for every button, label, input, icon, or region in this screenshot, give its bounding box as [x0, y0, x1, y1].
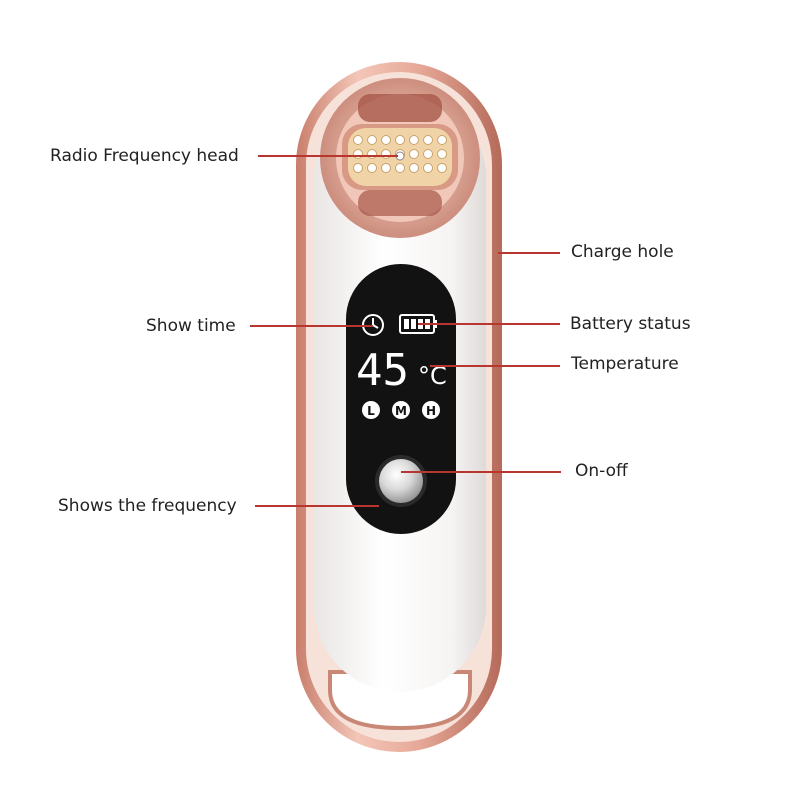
led-dot	[367, 135, 377, 145]
led-dot	[367, 149, 377, 159]
power-button-icon[interactable]	[375, 455, 427, 507]
mode-label-l: L	[367, 404, 375, 418]
led-dot	[353, 149, 363, 159]
mode-label-m: M	[395, 404, 407, 418]
led-dot	[409, 149, 419, 159]
led-dot	[367, 163, 377, 173]
led-dot	[395, 135, 405, 145]
label-on-off: On-off	[575, 461, 628, 481]
leader-temperature	[430, 365, 560, 367]
label-battery-status: Battery status	[570, 314, 691, 334]
leader-rf-head	[258, 155, 398, 157]
mode-label-h: H	[426, 404, 436, 418]
led-dot	[395, 163, 405, 173]
led-dot	[381, 163, 391, 173]
led-dot	[381, 149, 391, 159]
leader-frequency	[255, 505, 379, 507]
label-rf-head: Radio Frequency head	[50, 146, 239, 166]
leader-on-off	[401, 471, 561, 473]
temperature-readout: 45	[356, 345, 409, 396]
led-dot	[437, 163, 447, 173]
label-charge-hole: Charge hole	[571, 242, 674, 262]
led-dot	[381, 135, 391, 145]
led-dot	[353, 163, 363, 173]
label-show-time: Show time	[146, 316, 236, 336]
led-dot	[423, 149, 433, 159]
label-temperature: Temperature	[571, 354, 679, 374]
led-dot	[423, 163, 433, 173]
label-frequency: Shows the frequency	[58, 496, 237, 516]
display-panel	[346, 264, 456, 534]
led-dot	[409, 163, 419, 173]
led-dot	[409, 135, 419, 145]
leader-show-time	[250, 325, 373, 327]
mode-indicators: L M H	[362, 401, 440, 419]
leader-charge-hole	[498, 252, 560, 254]
led-dot	[437, 135, 447, 145]
rf-led-grid	[353, 135, 447, 173]
led-dot	[353, 135, 363, 145]
leader-battery-status	[418, 323, 560, 325]
led-dot	[423, 135, 433, 145]
led-dot	[437, 149, 447, 159]
